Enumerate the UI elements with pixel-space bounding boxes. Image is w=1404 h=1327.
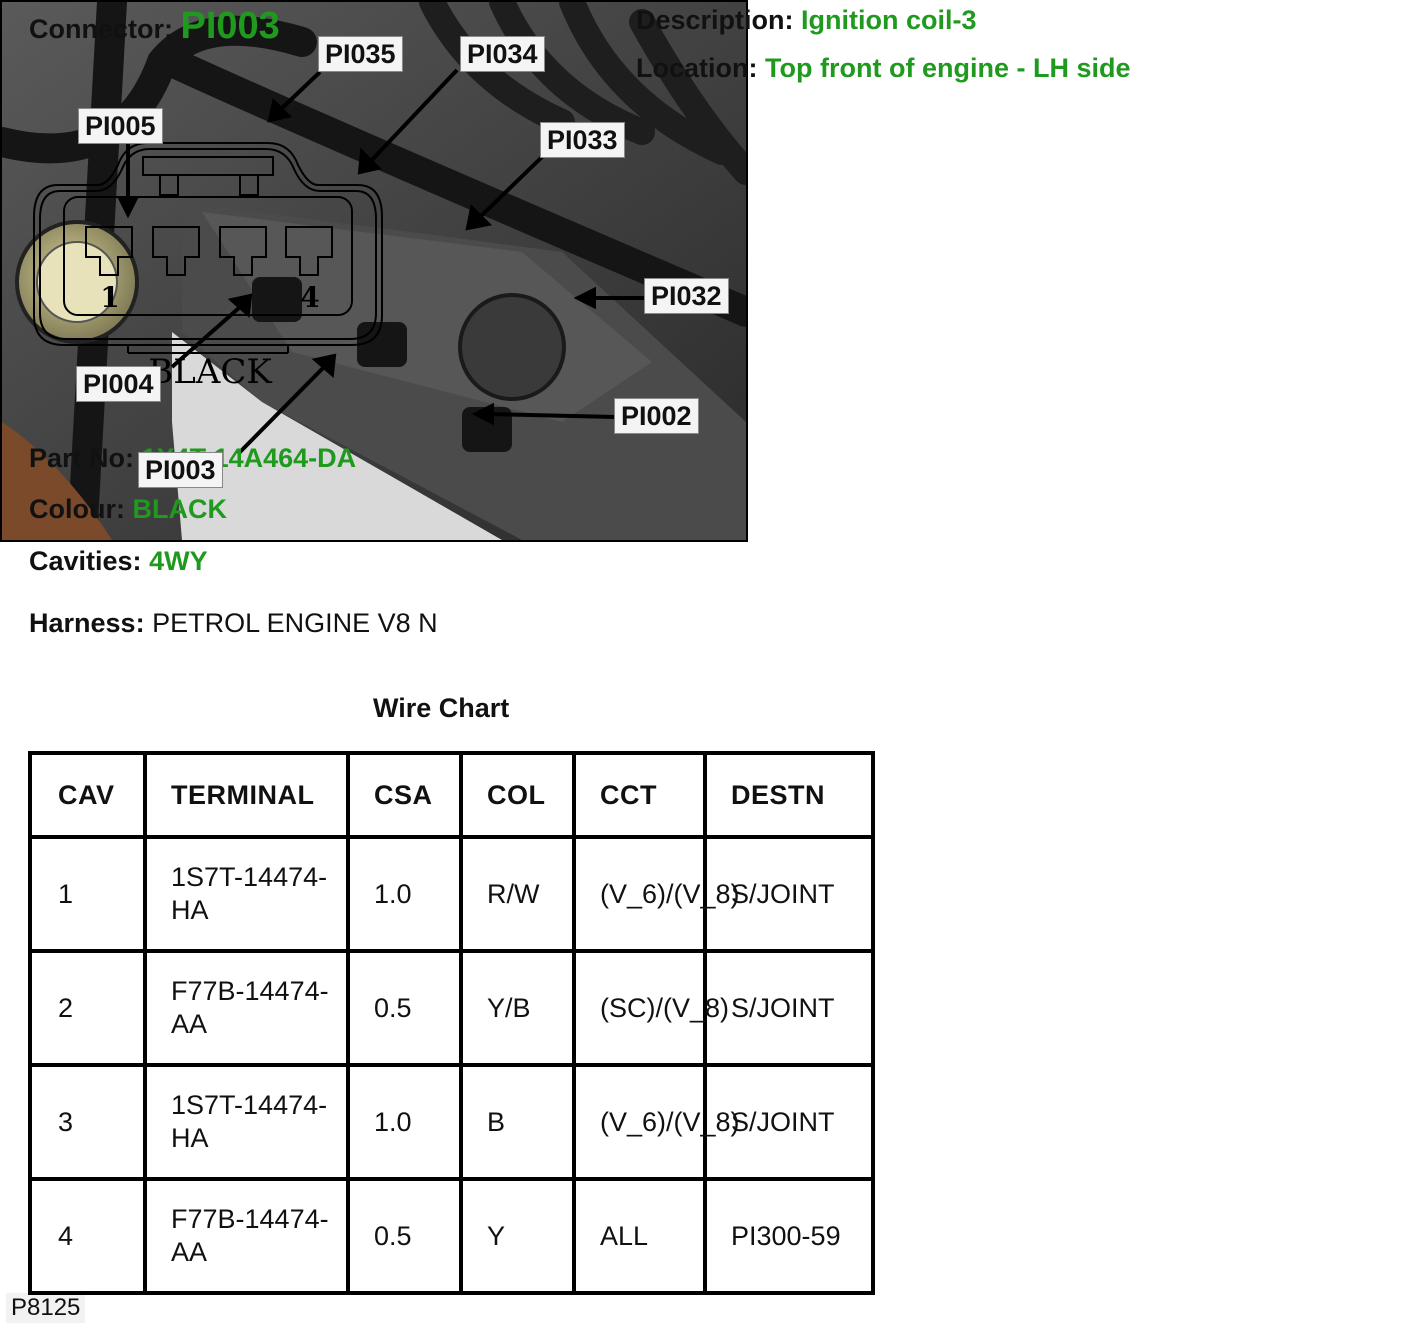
location-value: Top front of engine - LH side <box>765 53 1131 83</box>
col-header-cct: CCT <box>572 751 707 839</box>
cell-cav: 2 <box>28 949 147 1067</box>
photo-callout-pi033: PI033 <box>540 122 625 158</box>
connector-id: PI003 <box>180 5 280 47</box>
col-header-csa: CSA <box>346 751 463 839</box>
location-label: Location: <box>636 53 758 83</box>
cell-cct: (V_6)/(V_8) <box>572 835 740 953</box>
cell-cct: (SC)/(V_8) <box>572 949 729 1067</box>
colour-field: Colour: BLACK <box>29 494 227 525</box>
table-header-row: CAV TERMINAL CSA COL CCT DESTN <box>28 751 875 839</box>
wire-chart-title: Wire Chart <box>373 693 510 723</box>
cell-destn: S/JOINT <box>703 835 875 953</box>
cell-cct: (V_6)/(V_8) <box>572 1063 740 1181</box>
description-field: Description: Ignition coil-3 <box>636 5 977 36</box>
diagram-colour-text: BLACK <box>148 352 272 392</box>
cell-csa: 0.5 <box>346 949 463 1067</box>
cell-terminal: F77B-14474-AA <box>143 1177 350 1295</box>
wire-chart-table: CAV TERMINAL CSA COL CCT DESTN 1 1S7T-14… <box>28 751 875 1295</box>
photo-callout-pi003: PI003 <box>138 452 223 488</box>
colour-value: BLACK <box>132 494 228 524</box>
cell-col: Y/B <box>459 949 576 1067</box>
cell-destn: S/JOINT <box>703 1063 875 1181</box>
col-header-destn: DESTN <box>703 751 875 839</box>
cell-terminal: F77B-14474-AA <box>143 949 350 1067</box>
connector-field: Connector: PI003 <box>29 5 280 48</box>
cell-cav: 3 <box>28 1063 147 1181</box>
photo-callout-pi032: PI032 <box>644 278 729 314</box>
photo-callout-pi005: PI005 <box>78 108 163 144</box>
engine-illustration <box>2 2 746 540</box>
photo-callout-pi035: PI035 <box>318 36 403 72</box>
table-row: 4 F77B-14474-AA 0.5 Y ALL PI300-59 <box>28 1177 875 1295</box>
cell-csa: 1.0 <box>346 1063 463 1181</box>
table-row: 3 1S7T-14474-HA 1.0 B (V_6)/(V_8) S/JOIN… <box>28 1063 875 1181</box>
part-no-label: Part No: <box>29 443 135 473</box>
part-no-field: Part No: 1X4T-14A464-DA <box>29 443 356 474</box>
cavities-label: Cavities: <box>29 546 142 576</box>
colour-label: Colour: <box>29 494 125 524</box>
cell-destn: S/JOINT <box>703 949 875 1067</box>
col-header-terminal: TERMINAL <box>143 751 350 839</box>
cell-cav: 1 <box>28 835 147 953</box>
cell-cav: 4 <box>28 1177 147 1295</box>
harness-field: Harness: PETROL ENGINE V8 N <box>29 608 438 639</box>
cell-terminal: 1S7T-14474-HA <box>143 835 350 953</box>
cell-terminal: 1S7T-14474-HA <box>143 1063 350 1181</box>
harness-label: Harness: <box>29 608 145 638</box>
cell-cct: ALL <box>572 1177 707 1295</box>
photo-callout-pi004: PI004 <box>76 366 161 402</box>
pin-label-first: 1 <box>100 281 119 314</box>
location-photo: PI035 PI034 PI005 PI033 PI032 PI004 PI00… <box>0 0 748 1323</box>
photo-callout-pi034: PI034 <box>460 36 545 72</box>
col-header-cav: CAV <box>28 751 147 839</box>
location-field: Location: Top front of engine - LH side <box>636 53 1130 84</box>
photo-callout-pi002: PI002 <box>614 398 699 434</box>
connector-label: Connector: <box>29 14 173 44</box>
description-value: Ignition coil-3 <box>801 5 977 35</box>
col-header-col: COL <box>459 751 576 839</box>
cell-col: Y <box>459 1177 576 1295</box>
cell-destn: PI300-59 <box>703 1177 875 1295</box>
cell-col: B <box>459 1063 576 1181</box>
cavities-value: 4WY <box>149 546 208 576</box>
connector-face-diagram: 1 4 BLACK <box>33 142 383 392</box>
harness-value: PETROL ENGINE V8 N <box>152 608 438 638</box>
table-row: 1 1S7T-14474-HA 1.0 R/W (V_6)/(V_8) S/JO… <box>28 835 875 953</box>
description-label: Description: <box>636 5 794 35</box>
cell-csa: 0.5 <box>346 1177 463 1295</box>
cell-csa: 1.0 <box>346 835 463 953</box>
cavities-field: Cavities: 4WY <box>29 546 208 577</box>
pin-label-last: 4 <box>300 281 319 314</box>
table-row: 2 F77B-14474-AA 0.5 Y/B (SC)/(V_8) S/JOI… <box>28 949 875 1067</box>
cell-col: R/W <box>459 835 576 953</box>
